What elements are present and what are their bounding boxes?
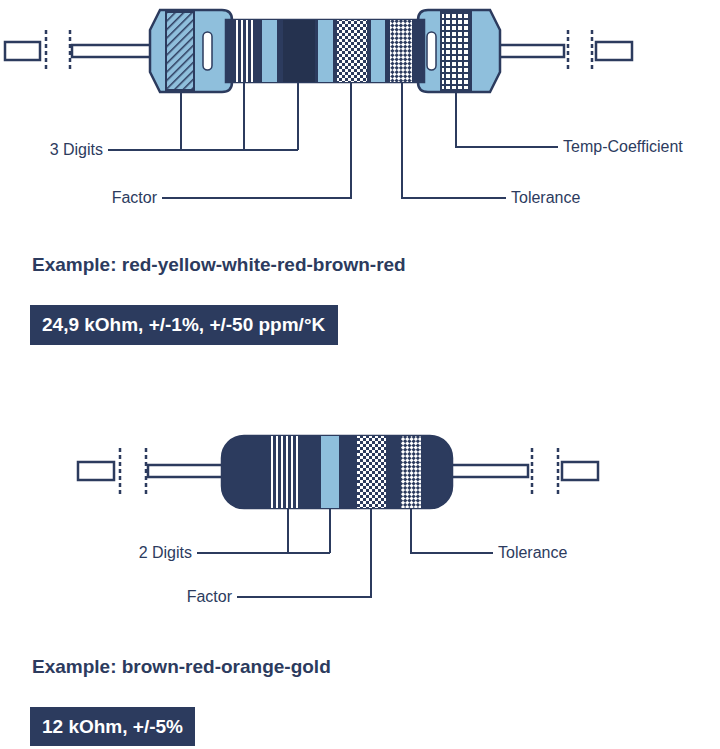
resistor-symbol [5, 10, 632, 92]
lead [148, 465, 226, 477]
color-band [337, 20, 367, 82]
color-band [283, 20, 315, 82]
end-cap [150, 10, 232, 92]
break-mark [557, 448, 560, 494]
color-band [390, 20, 412, 82]
band-label: Tolerance [511, 188, 580, 208]
lead [596, 42, 632, 60]
resistor-body [222, 436, 452, 508]
leader-line [197, 508, 330, 553]
end-cap [418, 10, 500, 92]
color-band [262, 20, 277, 82]
color-band [166, 12, 194, 90]
band-label: 2 Digits [139, 543, 192, 563]
band-label: Factor [112, 188, 157, 208]
color-band [233, 20, 253, 82]
leader-line [108, 82, 298, 150]
break-mark [591, 30, 594, 72]
color-band [357, 436, 386, 508]
color-band [441, 12, 471, 90]
value-text: 12 kOhm, +/-5% [42, 715, 183, 739]
color-band [318, 20, 333, 82]
cap-highlight [203, 32, 212, 70]
leader-lines [197, 508, 493, 597]
value-box: 12 kOhm, +/-5% [30, 707, 195, 746]
lead [72, 45, 152, 57]
leader-line [162, 82, 351, 198]
color-band [371, 20, 385, 82]
lead [78, 462, 114, 480]
leader-line [411, 508, 493, 553]
example-caption: Example: brown-red-orange-gold [32, 655, 331, 679]
color-band [268, 436, 300, 508]
break-mark [531, 448, 534, 494]
break-mark [45, 30, 48, 72]
band-label: Factor [187, 587, 232, 607]
color-band [321, 436, 339, 508]
lead [448, 465, 528, 477]
band-label: Temp-Coefficient [563, 137, 683, 157]
leader-line [402, 82, 506, 198]
color-bands [268, 436, 421, 508]
band-label: 3 Digits [50, 140, 103, 160]
color-band [401, 436, 421, 508]
lead [562, 462, 598, 480]
break-mark [119, 448, 122, 494]
value-box: 24,9 kOhm, +/-1%, +/-50 ppm/°K [30, 305, 338, 345]
value-text: 24,9 kOhm, +/-1%, +/-50 ppm/°K [42, 313, 325, 337]
lead [5, 42, 40, 60]
lead [498, 45, 564, 57]
resistor-body [226, 20, 424, 82]
leader-line [237, 508, 371, 597]
color-bands [166, 12, 471, 90]
cap-highlight [427, 32, 436, 70]
band-label: Tolerance [498, 543, 567, 563]
leader-line [456, 92, 558, 147]
resistor-symbol [78, 436, 598, 508]
leader-lines [108, 82, 558, 198]
example-caption: Example: red-yellow-white-red-brown-red [32, 253, 406, 277]
break-mark [567, 30, 570, 72]
